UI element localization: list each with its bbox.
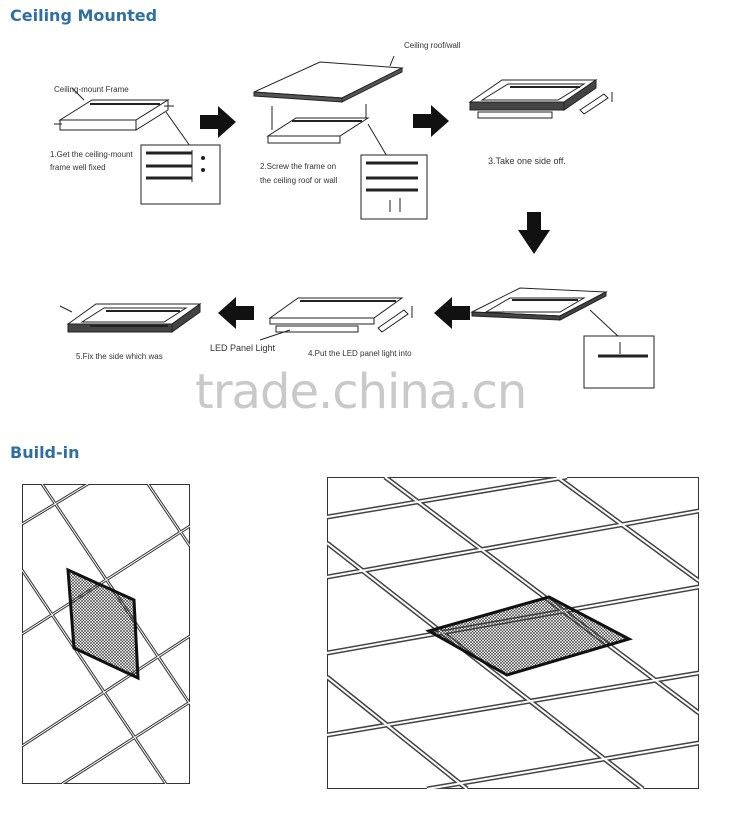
label-led-panel-light: LED Panel Light xyxy=(210,343,276,353)
label-step1-line1: 1.Get the ceiling-mount xyxy=(50,150,133,159)
label-step2-line1: 2.Screw the frame on xyxy=(260,162,337,171)
label-step1-line2: frame well fixed xyxy=(50,163,106,172)
led-panel-left xyxy=(66,567,140,681)
label-ceiling-mount-frame: Ceiling-mount Frame xyxy=(54,85,129,94)
label-step3: 3.Take one side off. xyxy=(488,156,566,166)
buildin-grid-right xyxy=(327,477,699,789)
watermark-text: trade.china.cn xyxy=(195,364,527,420)
label-ceiling-roof: Ceiling roof/wall xyxy=(404,41,461,50)
ceiling-mount-diagram xyxy=(54,55,655,389)
step5-drawing xyxy=(59,303,202,333)
step3-drawing xyxy=(468,79,613,119)
label-step4: 4.Put the LED panel light into xyxy=(308,349,412,358)
section-title-build-in: Build-in xyxy=(10,443,80,462)
step-arrival-drawing xyxy=(470,287,655,389)
label-step2-line2: the ceiling roof or wall xyxy=(260,176,338,185)
buildin-grid-left xyxy=(22,484,190,784)
step2-roof-drawing xyxy=(253,55,404,103)
led-panel-right xyxy=(425,595,633,677)
step4-drawing xyxy=(259,297,413,341)
step1-frame-drawing xyxy=(54,87,191,147)
label-step5: 5.Fix the side which was xyxy=(76,352,163,361)
section-title-ceiling-mounted: Ceiling Mounted xyxy=(10,6,158,25)
